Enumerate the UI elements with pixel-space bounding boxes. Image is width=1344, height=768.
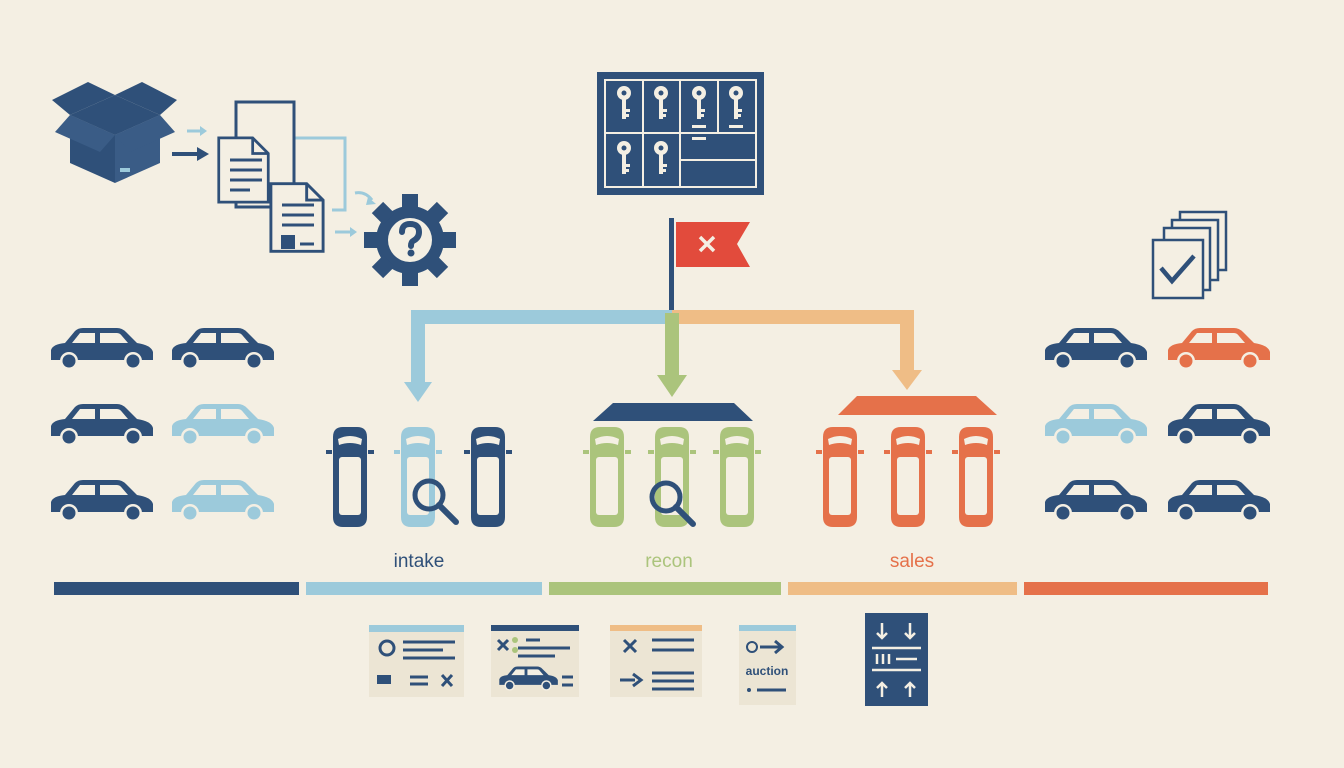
car-icon [1168, 404, 1270, 446]
gear-question-icon [364, 194, 456, 286]
timeline-bar [54, 582, 1268, 595]
car-top-view-icon [326, 427, 374, 527]
arrow-sales [892, 370, 922, 390]
stage-label-recon: recon [645, 551, 693, 572]
stage-label-sales: sales [889, 551, 935, 572]
car-icon [1045, 328, 1147, 370]
arrow-intake [404, 382, 432, 402]
car-top-view-icon [394, 427, 442, 527]
sort-arrows-icon [865, 613, 928, 706]
stage-label-intake: intake [393, 551, 445, 572]
car-icon [172, 328, 274, 370]
red-flag-x-icon [669, 218, 750, 310]
car-icon [1168, 480, 1270, 522]
car-icon [51, 404, 153, 446]
car-icon [1168, 328, 1270, 370]
intake-lane [326, 427, 512, 527]
flow-arrows [172, 126, 376, 237]
card-vehicle-check [491, 625, 579, 697]
car-icon [1045, 404, 1147, 446]
car-top-view-icon [713, 427, 761, 527]
auction-label: auction [745, 664, 789, 678]
car-top-view-icon [884, 427, 932, 527]
key-cabinet-icon [597, 72, 764, 195]
car-icon [1045, 480, 1147, 522]
car-icon [51, 480, 153, 522]
checklist-stack-icon [1151, 210, 1228, 300]
arrow-recon [657, 375, 687, 397]
car-top-view-icon [464, 427, 512, 527]
car-top-view-icon [816, 427, 864, 527]
card-intake-form [369, 625, 464, 697]
car-icon [51, 328, 153, 370]
card-recon-tasks [610, 625, 702, 697]
open-box-icon [52, 82, 177, 183]
car-lot-left [51, 328, 274, 522]
car-top-view-icon [952, 427, 1000, 527]
car-top-view-icon [583, 427, 631, 527]
sales-lane [816, 396, 1000, 527]
branch-connectors [411, 310, 914, 386]
car-icon [172, 480, 274, 522]
car-icon [172, 404, 274, 446]
card-auction [739, 625, 796, 705]
document-stack-icon [217, 100, 323, 251]
recon-lane [583, 403, 761, 527]
car-lot-right [1045, 328, 1270, 522]
